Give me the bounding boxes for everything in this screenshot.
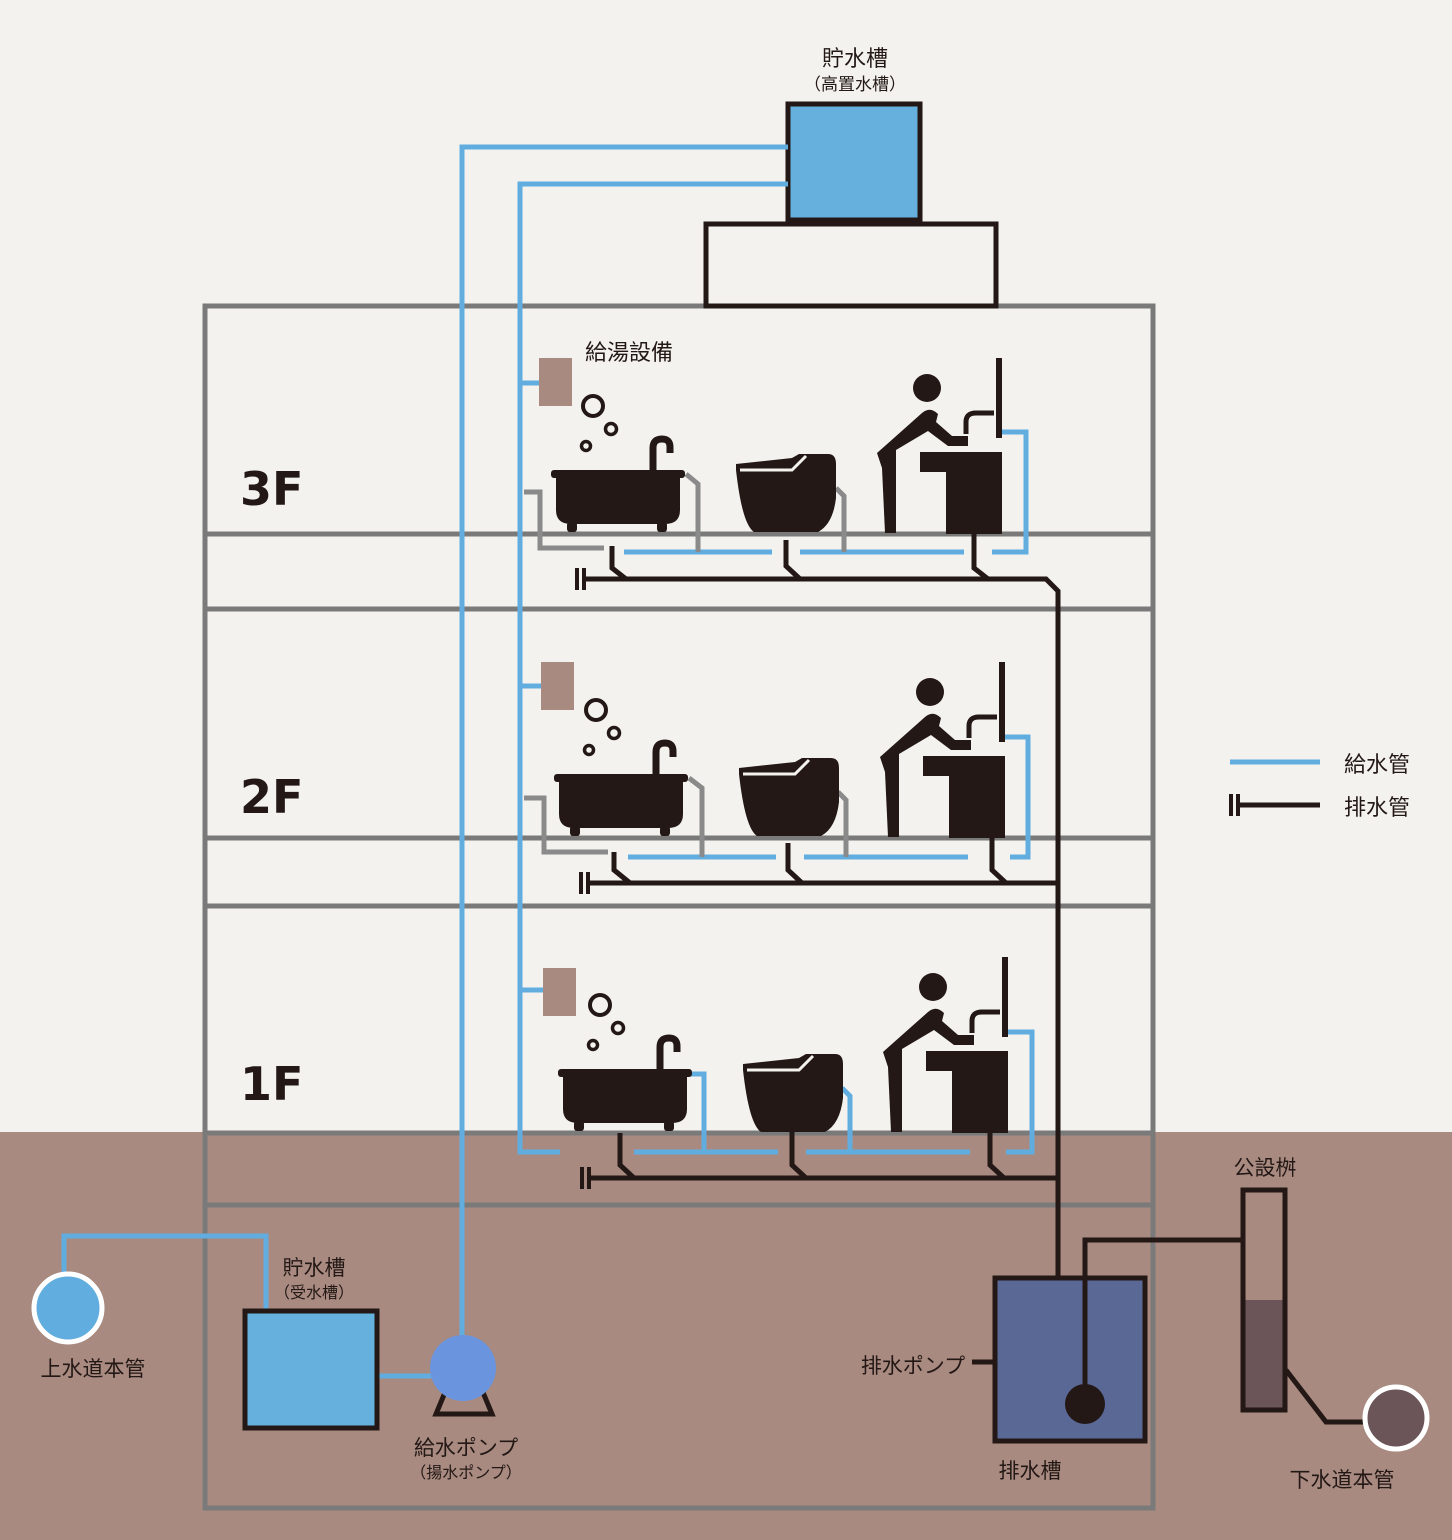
sewer-main-label: 下水道本管 (1290, 1468, 1395, 1492)
water-heater-icon (543, 968, 576, 1016)
receiving-tank-label: 貯水槽 (283, 1256, 346, 1280)
water-heater-icon (539, 358, 572, 406)
water-heater-icon (541, 662, 574, 710)
drain-pump-label: 排水ポンプ (861, 1354, 965, 1378)
toilet-icon (734, 452, 838, 534)
legend-drain-label: 排水管 (1344, 796, 1410, 821)
water-heater-label: 給湯設備 (585, 341, 673, 366)
public-basin-label: 公設桝 (1234, 1156, 1297, 1180)
supply-pump-sublabel: （揚水ポンプ） (410, 1463, 522, 1482)
receiving-water-tank (242, 1308, 380, 1431)
receiving-tank-sublabel: （受水槽） (274, 1283, 354, 1302)
supply-pipes (61, 144, 1035, 1379)
roof-structure (703, 221, 999, 309)
water-main-circle (31, 1271, 105, 1345)
ground (0, 1132, 1452, 1540)
legend-supply-label: 給水管 (1344, 753, 1410, 778)
toilet-icon (737, 756, 841, 838)
water-main-label: 上水道本管 (41, 1357, 146, 1381)
elevated-water-tank (785, 101, 923, 223)
elevated-tank-label: 貯水槽 (822, 47, 888, 72)
floor-label-1f: 1F (240, 1057, 303, 1111)
floor-label-3f: 3F (240, 462, 303, 516)
sewer-main-circle (1362, 1384, 1430, 1452)
supply-pump-label: 給水ポンプ (414, 1436, 518, 1460)
toilet-icon (741, 1052, 845, 1134)
drain-pump-icon (1065, 1384, 1105, 1424)
drain-tank-label: 排水槽 (999, 1459, 1062, 1483)
supply-pump-icon (430, 1335, 496, 1401)
elevated-tank-sublabel: （高置水槽） (804, 75, 906, 95)
legend: 給水管 排水管 (1229, 753, 1410, 821)
floor-label-2f: 2F (240, 770, 303, 824)
